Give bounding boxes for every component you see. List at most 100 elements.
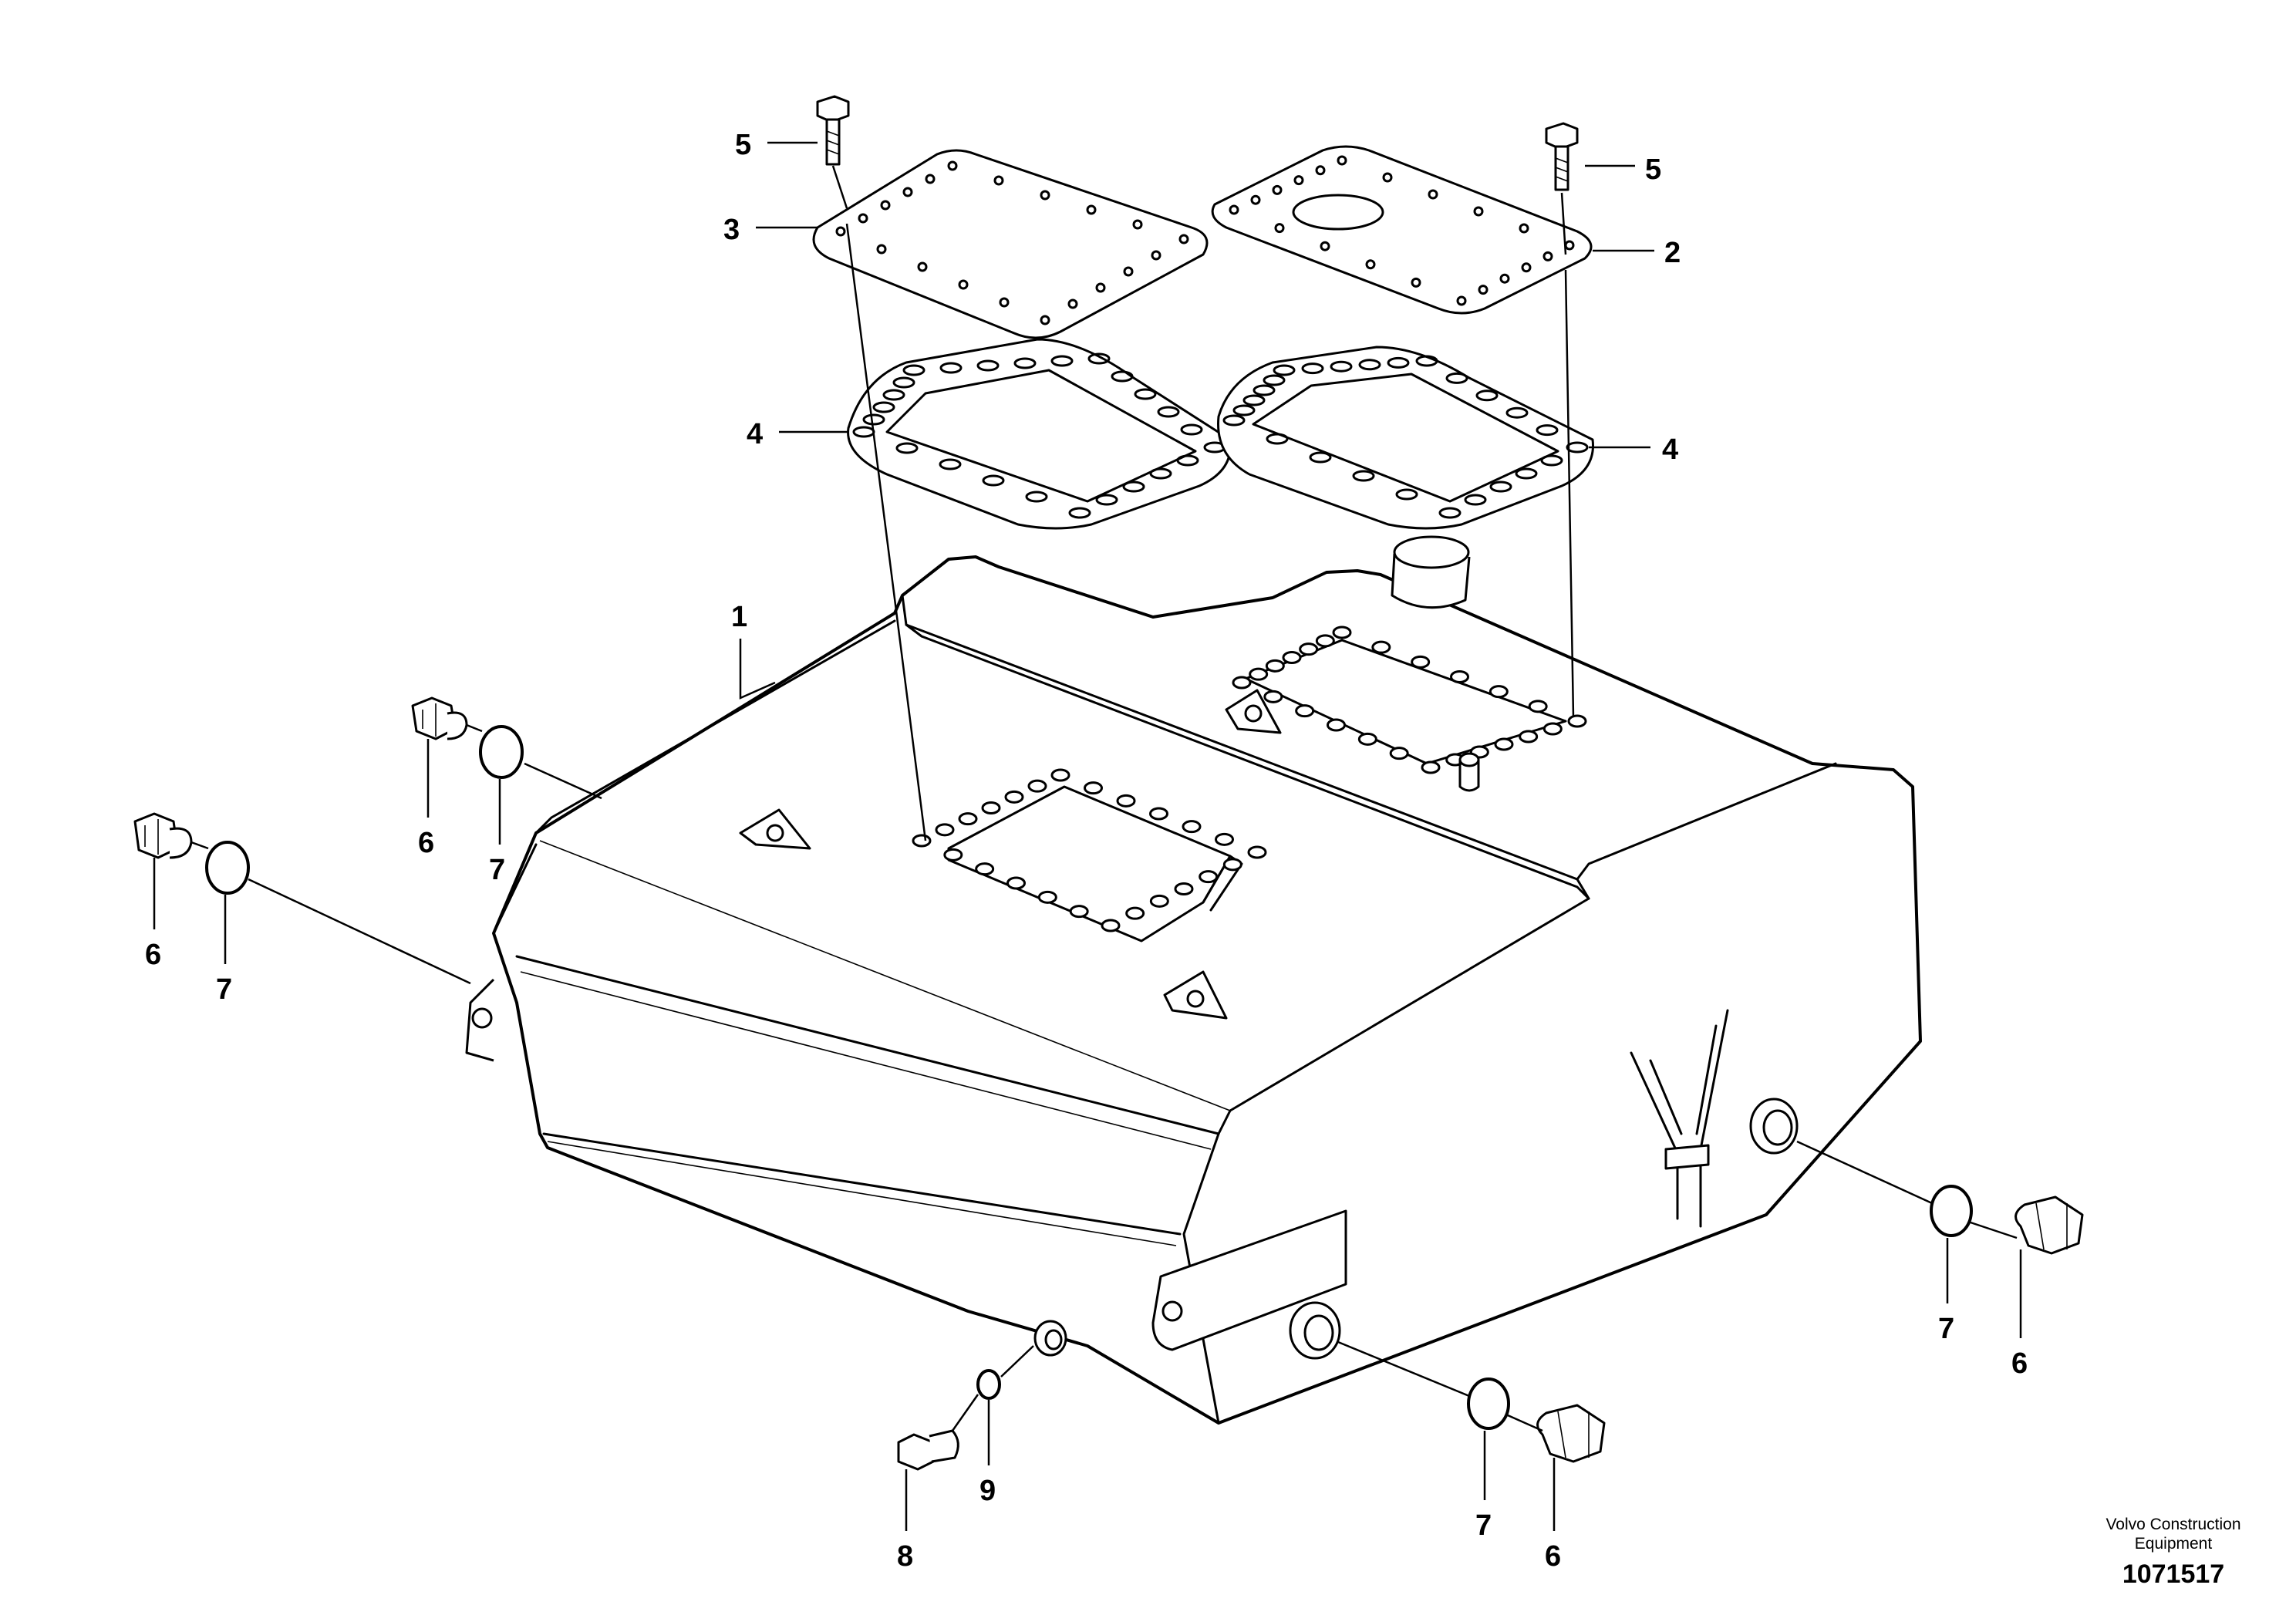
- stud-nut: [1222, 858, 1242, 872]
- bolt-hole: [1095, 282, 1106, 293]
- gasket-slot: [1149, 467, 1172, 480]
- stud-nut: [1282, 651, 1302, 664]
- stud-nut: [1249, 667, 1269, 681]
- fuel-tank-body: [465, 535, 1922, 1425]
- cover-plate-right: [1211, 145, 1593, 315]
- stud-nut: [1315, 634, 1335, 648]
- plug-front: [1536, 1404, 1606, 1463]
- label-part-4-left: 4: [747, 418, 763, 450]
- label-part-6-front: 6: [1545, 1540, 1561, 1573]
- stud-nut: [1450, 670, 1469, 683]
- o-ring-right: [1930, 1185, 1973, 1237]
- o-ring-upper-left: [479, 725, 524, 779]
- bolt-hole: [1478, 285, 1489, 295]
- gasket-slot: [1438, 507, 1462, 519]
- gasket-slot: [1475, 389, 1499, 402]
- stud-nut: [1519, 730, 1539, 744]
- stud-nut: [1004, 790, 1024, 804]
- gasket-slot: [1464, 494, 1487, 506]
- gasket-slot: [1352, 470, 1375, 482]
- stud-nut: [1371, 640, 1391, 654]
- gasket-slot: [939, 458, 962, 470]
- gasket-slot: [1122, 481, 1145, 493]
- gasket-slot: [895, 442, 919, 454]
- gasket-slot: [1266, 433, 1289, 445]
- bolt-hole: [1428, 189, 1438, 200]
- stud-nut: [1411, 655, 1431, 669]
- stud-nut: [1421, 760, 1441, 774]
- cover-plate-left: [812, 149, 1209, 339]
- gasket-slot: [1253, 384, 1276, 396]
- stud-nut: [958, 812, 978, 826]
- gasket-slot: [1232, 404, 1256, 416]
- gasket-slot: [1242, 394, 1266, 406]
- bolt-hole: [858, 213, 868, 224]
- bolt-hole: [1411, 277, 1421, 288]
- washer-drain: [976, 1369, 1001, 1400]
- stud-nut: [1357, 732, 1377, 746]
- stud-nut: [1489, 685, 1509, 699]
- stud-nut: [943, 848, 963, 862]
- gasket-slot: [1095, 494, 1118, 506]
- gasket-slot: [1536, 424, 1559, 437]
- gasket-slot: [939, 362, 963, 374]
- gasket-slot: [1068, 507, 1091, 519]
- stud-nut: [1050, 768, 1070, 782]
- label-part-7-front: 7: [1475, 1509, 1492, 1542]
- bolt-hole: [1337, 155, 1347, 166]
- stud-nut: [1247, 845, 1267, 859]
- bolt-hole: [1086, 204, 1097, 215]
- gasket-slot: [1387, 356, 1410, 369]
- bolt-hole: [1382, 172, 1393, 183]
- gasket-slot: [976, 359, 1000, 372]
- stud-nut: [1006, 876, 1026, 890]
- bolt-hole: [1178, 234, 1189, 244]
- plug-lower-left: [133, 812, 193, 859]
- gasket-slot: [982, 474, 1005, 487]
- gasket-slot: [1330, 360, 1353, 373]
- bolt-hole: [1132, 219, 1143, 230]
- brand-line-1: Volvo Construction: [2106, 1516, 2240, 1533]
- bolt-hole: [1040, 190, 1050, 201]
- stud-nut: [1215, 832, 1234, 846]
- gasket-slot: [1415, 355, 1438, 367]
- gasket-slot: [1222, 414, 1246, 427]
- label-part-3: 3: [723, 214, 740, 246]
- bolt-hole: [1274, 223, 1285, 234]
- bolt-left: [816, 95, 850, 166]
- bolt-hole: [1040, 315, 1050, 325]
- brand-line-2: Equipment: [2135, 1535, 2213, 1553]
- o-ring-front: [1467, 1378, 1510, 1430]
- label-part-6-lower-left: 6: [145, 939, 161, 971]
- stud-nut: [1069, 905, 1089, 919]
- bolt-hole: [1365, 259, 1376, 270]
- bolt-hole: [1499, 273, 1510, 284]
- gasket-slot: [1358, 359, 1381, 371]
- stud-nut: [975, 862, 995, 876]
- tank-opening-right: [1232, 626, 1587, 792]
- bolt-hole: [835, 226, 846, 237]
- stud-nut: [1332, 626, 1352, 639]
- bolt-right: [1545, 122, 1579, 191]
- bolt-hole: [1123, 266, 1134, 277]
- stud-nut: [1232, 676, 1252, 690]
- bolt-hole: [1229, 204, 1239, 215]
- label-part-6-right: 6: [2011, 1347, 2028, 1380]
- bolt-hole: [1250, 194, 1261, 205]
- gasket-slot: [1087, 352, 1111, 365]
- gasket-slot: [1134, 388, 1157, 400]
- label-part-7-lower-left: 7: [216, 973, 232, 1006]
- gasket-slot: [1566, 441, 1589, 454]
- stud-nut: [1101, 919, 1121, 932]
- bolt-hole: [993, 175, 1004, 186]
- label-part-7-right: 7: [1938, 1313, 1954, 1345]
- stud-nut: [1263, 690, 1283, 703]
- stud-nut: [1389, 747, 1409, 760]
- o-ring-lower-left: [205, 841, 250, 895]
- gasket-slot: [1505, 406, 1529, 419]
- bolt-hole: [999, 297, 1010, 308]
- gasket-slot: [872, 401, 895, 413]
- gasket-slot: [1157, 406, 1180, 418]
- bolt-hole: [1473, 206, 1484, 217]
- gasket-slot: [1111, 370, 1134, 383]
